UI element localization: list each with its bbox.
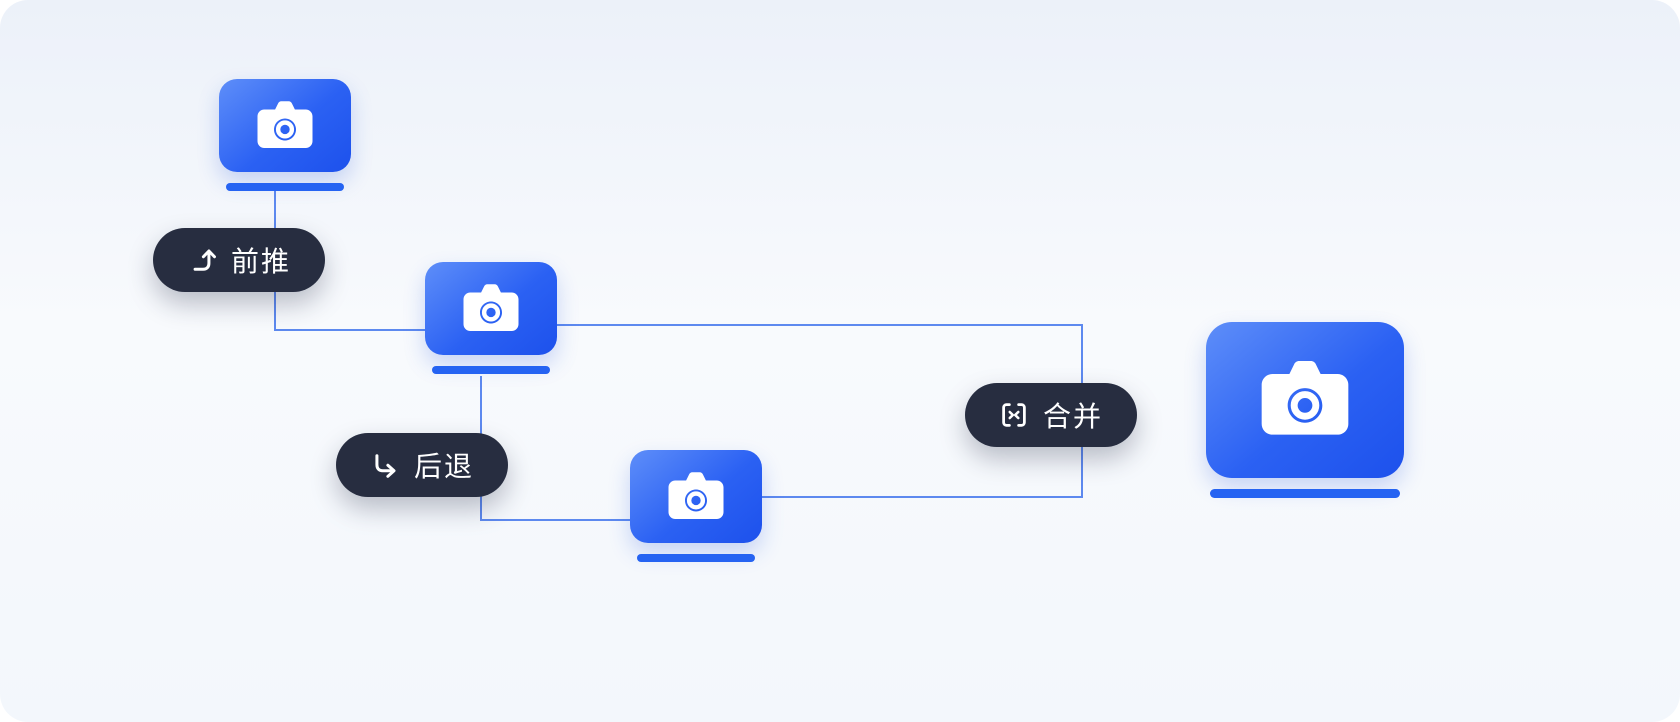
camera-node-result — [1206, 322, 1404, 498]
camera-node-underline — [432, 366, 550, 374]
arrow-down-turn-icon — [375, 454, 396, 478]
camera-node-underline — [637, 554, 755, 562]
camera-node-underline — [226, 183, 344, 191]
camera-node-box — [219, 79, 351, 172]
step-back-label: 后退 — [336, 433, 509, 497]
camera-node-bottom — [630, 450, 762, 562]
camera-icon — [257, 100, 313, 148]
camera-icon — [1261, 361, 1349, 435]
camera-icon — [668, 471, 724, 519]
merge-brackets-icon — [1002, 403, 1026, 427]
camera-node-box — [1206, 322, 1404, 478]
camera-node-box — [630, 450, 762, 543]
push-forward-text: 前推 — [231, 246, 292, 277]
connector-middle-to-bottom-horizontal — [480, 519, 632, 521]
camera-node-top — [219, 79, 351, 191]
connector-middle-to-merge-horizontal — [557, 324, 1083, 326]
arrow-up-turn-icon — [193, 249, 216, 271]
push-forward-label: 前推 — [153, 228, 326, 292]
camera-node-underline — [1210, 489, 1400, 498]
camera-node-middle — [425, 262, 557, 374]
merge-label: 合并 — [965, 383, 1138, 447]
camera-node-box — [425, 262, 557, 355]
connector-bottom-to-merge-horizontal — [762, 496, 1083, 498]
camera-icon — [463, 283, 519, 331]
merge-text: 合并 — [1043, 401, 1104, 432]
step-back-text: 后退 — [414, 451, 475, 482]
connector-top-to-middle-horizontal — [274, 329, 426, 331]
